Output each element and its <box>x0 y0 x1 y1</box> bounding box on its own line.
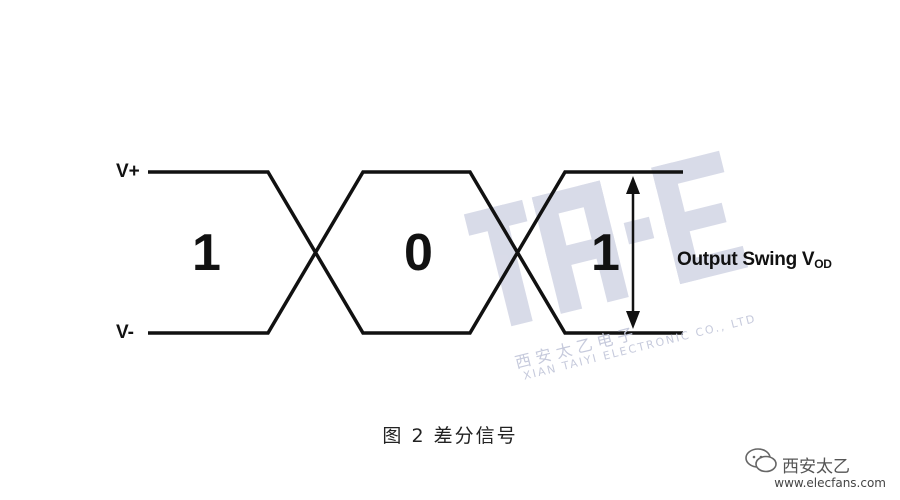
bit-1-label: 1 <box>192 224 221 282</box>
output-swing-subscript: OD <box>814 257 832 271</box>
positive-signal-trace <box>148 170 683 335</box>
output-swing-label: Output Swing VOD <box>677 249 832 271</box>
bit-1b-label: 1 <box>591 224 620 282</box>
v-plus-label: V+ <box>116 161 140 182</box>
output-swing-text: Output Swing V <box>677 249 815 270</box>
watermark-logo <box>463 150 749 327</box>
footer-url: www.elecfans.com <box>774 476 886 490</box>
figure-caption: 图 2 差分信号 <box>382 425 518 447</box>
output-swing-arrow <box>626 176 640 329</box>
footer-brand: 西安太乙 <box>782 457 850 477</box>
v-minus-label: V- <box>116 322 134 343</box>
wechat-icon <box>744 446 778 476</box>
negative-signal-trace <box>148 170 683 335</box>
bit-0-label: 0 <box>404 224 433 282</box>
